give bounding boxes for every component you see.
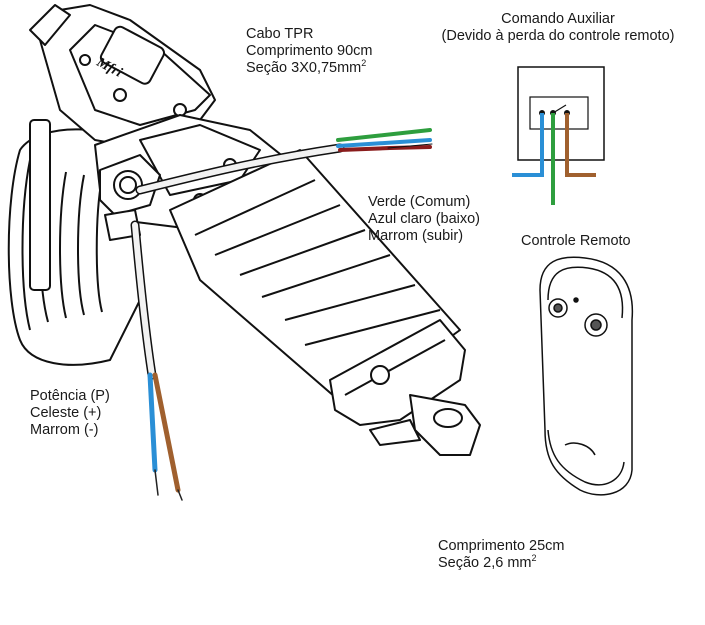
remote-control xyxy=(539,256,634,496)
aux-command-note: (Devido à perda do controle remoto) xyxy=(441,28,675,44)
tpr-cable-length: Comprimento 90cm xyxy=(246,43,373,59)
aux-switch xyxy=(512,66,605,205)
aux-command-label: Comando Auxiliar (Devido à perda do cont… xyxy=(432,11,684,45)
wire-light-blue-label: Azul claro (baixo) xyxy=(368,211,481,227)
tpr-wire-colors: Verde (Comum) Azul claro (baixo) Marrom … xyxy=(368,194,480,245)
power-title: Potência (P) xyxy=(30,388,110,404)
gearbox-head xyxy=(39,4,216,151)
power-minus-label: Marrom (-) xyxy=(30,422,99,438)
tpr-cable-title: Cabo TPR xyxy=(246,26,314,42)
tpr-cable-section: Seção 3X0,75mm2 xyxy=(246,58,367,76)
power-cable-length: Comprimento 25cm xyxy=(438,538,565,554)
power-plus-label: Celeste (+) xyxy=(30,405,102,421)
actuator-drawing: Mfri xyxy=(7,4,481,456)
power-label: Potência (P) Celeste (+) Marrom (-) xyxy=(30,388,110,439)
power-cable-label: Comprimento 25cm Seção 2,6 mm2 xyxy=(438,538,565,572)
tpr-cable xyxy=(135,128,433,195)
power-cable xyxy=(130,220,183,501)
remote-control-title: Controle Remoto xyxy=(521,233,631,249)
tpr-cable-label: Cabo TPR Comprimento 90cm Seção 3X0,75mm… xyxy=(246,26,373,77)
wire-brown-label: Marrom (subir) xyxy=(368,228,464,244)
wire-green-label: Verde (Comum) xyxy=(368,194,471,210)
power-cable-section: Seção 2,6 mm2 xyxy=(438,553,537,571)
aux-command-title: Comando Auxiliar xyxy=(501,11,615,27)
remote-control-label: Controle Remoto xyxy=(521,233,631,250)
